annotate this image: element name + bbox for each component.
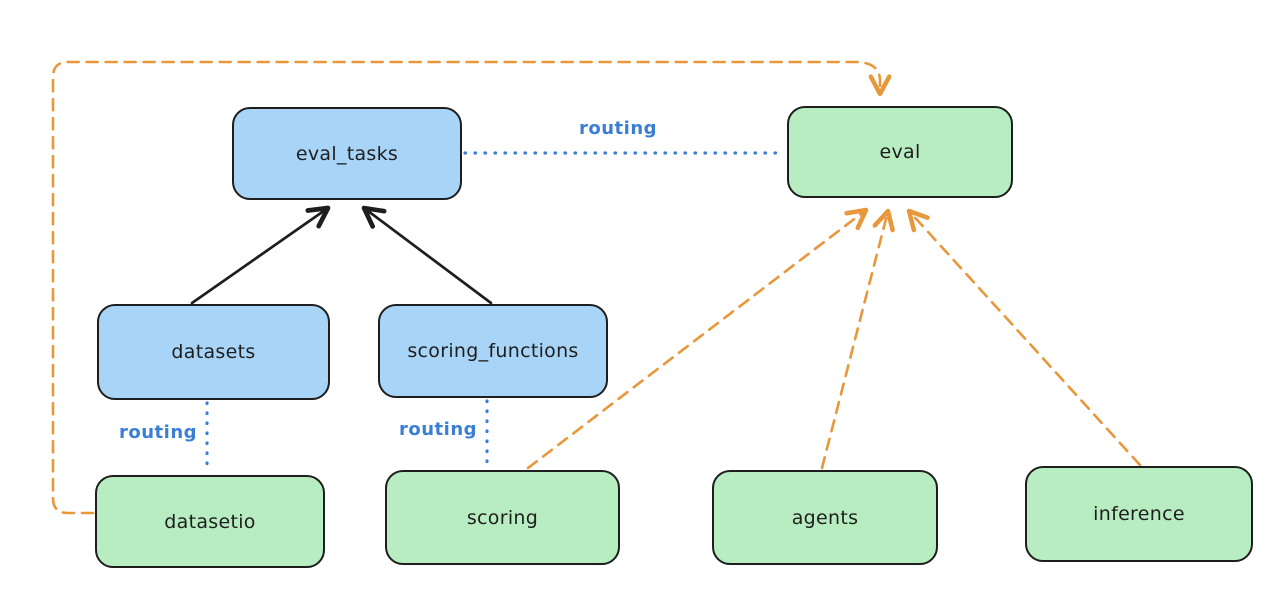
routing-label-scoring-functions-scoring: routing [399, 419, 478, 440]
edge-scoring-functions-to-eval-tasks [361, 205, 493, 305]
edge-datasets-to-eval-tasks [190, 205, 331, 305]
edge-agents-to-eval [820, 208, 895, 470]
node-eval-label: eval [879, 141, 921, 163]
edge-datasetio-to-eval [51, 60, 892, 515]
routing-label-datasets-datasetio: routing [119, 422, 198, 443]
edge-scoring-to-eval [526, 207, 869, 470]
node-agents: agents [712, 470, 938, 565]
node-datasetio-label: datasetio [164, 510, 256, 533]
routing-label-eval-tasks-eval: routing [579, 118, 658, 139]
node-eval-tasks-label: eval_tasks [295, 142, 399, 165]
node-inference-label: inference [1093, 503, 1185, 525]
node-scoring-functions-label: scoring_functions [407, 340, 579, 362]
node-scoring-label: scoring [466, 506, 539, 529]
edge-inference-to-eval [906, 208, 1142, 467]
node-eval-tasks: eval_tasks [232, 107, 462, 200]
node-scoring-functions: scoring_functions [378, 304, 608, 398]
node-scoring: scoring [385, 470, 620, 565]
node-datasets: datasets [97, 304, 330, 400]
node-eval: eval [787, 106, 1013, 198]
node-datasetio: datasetio [95, 475, 325, 568]
node-agents-label: agents [791, 506, 859, 529]
node-inference: inference [1025, 466, 1253, 562]
node-datasets-label: datasets [171, 341, 256, 363]
